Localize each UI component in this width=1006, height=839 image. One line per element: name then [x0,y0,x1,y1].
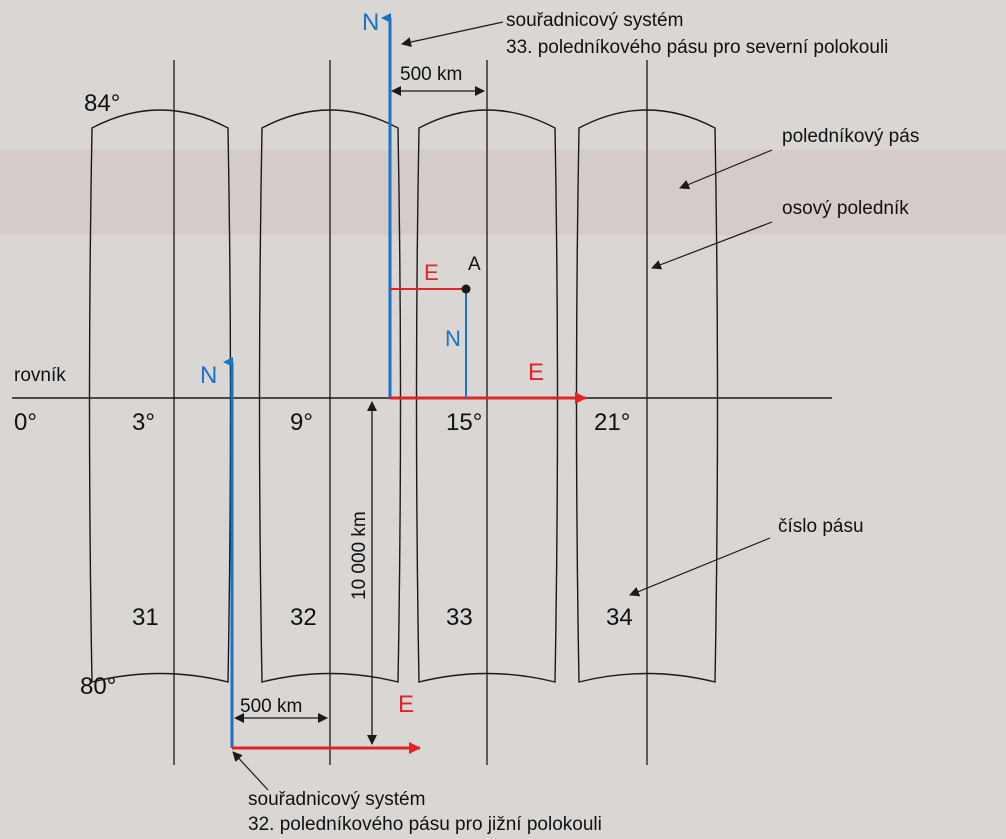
south-system-label-line1: souřadnicový systém [248,789,425,810]
zone-strip-31 [88,109,232,683]
leader-central-meridian [651,221,773,270]
central-meridian-label: osový poledník [782,198,909,219]
north-system-e-label: E [528,359,544,386]
leader-north-system [401,21,504,47]
equator-label: rovník [14,365,66,386]
zone-number-label: číslo pásu [778,516,864,537]
leader-lines [232,21,773,791]
zone-strip-32 [258,109,402,683]
point-a-n-label: N [445,326,461,351]
dim-500km-bottom-label: 500 km [240,696,302,717]
north-system-label-line1: souřadnicový systém [506,10,683,31]
dim-10000km-label: 10 000 km [349,511,370,600]
zone-number-34: 34 [606,604,633,631]
central-meridians [173,60,648,765]
north-system-label-line2: 33. poledníkového pásu pro severní polok… [506,37,888,58]
leader-south-system [232,751,269,791]
south-system-label-line2: 32. poledníkového pásu pro jižní polokou… [248,814,602,835]
point-a-e-label: E [424,260,439,285]
zone-number-33: 33 [446,604,473,631]
north-system-n-label: N [362,9,379,36]
zone-strip-34 [575,109,719,683]
dim-500km-top-label: 500 km [400,64,462,85]
background-band [0,150,1006,235]
longitude-9-label: 9° [290,409,313,436]
point-a-label: A [468,254,481,275]
zone-strip-33 [415,109,559,683]
longitude-0-label: 0° [14,409,37,436]
latitude-84-label: 84° [84,90,120,117]
longitude-15-label: 15° [446,409,482,436]
point-a-marker [461,284,471,294]
leader-zone-number [629,537,771,597]
zone-strips [88,109,719,683]
latitude-80-label: 80° [80,673,116,700]
longitude-3-label: 3° [132,409,155,436]
zone-number-32: 32 [290,604,317,631]
south-system-e-label: E [398,691,414,718]
longitude-21-label: 21° [594,409,630,436]
zone-strip-label: poledníkový pás [782,126,919,147]
south-system-n-label: N [200,362,217,389]
leader-zone-strip [679,149,773,190]
zone-number-31: 31 [132,604,159,631]
